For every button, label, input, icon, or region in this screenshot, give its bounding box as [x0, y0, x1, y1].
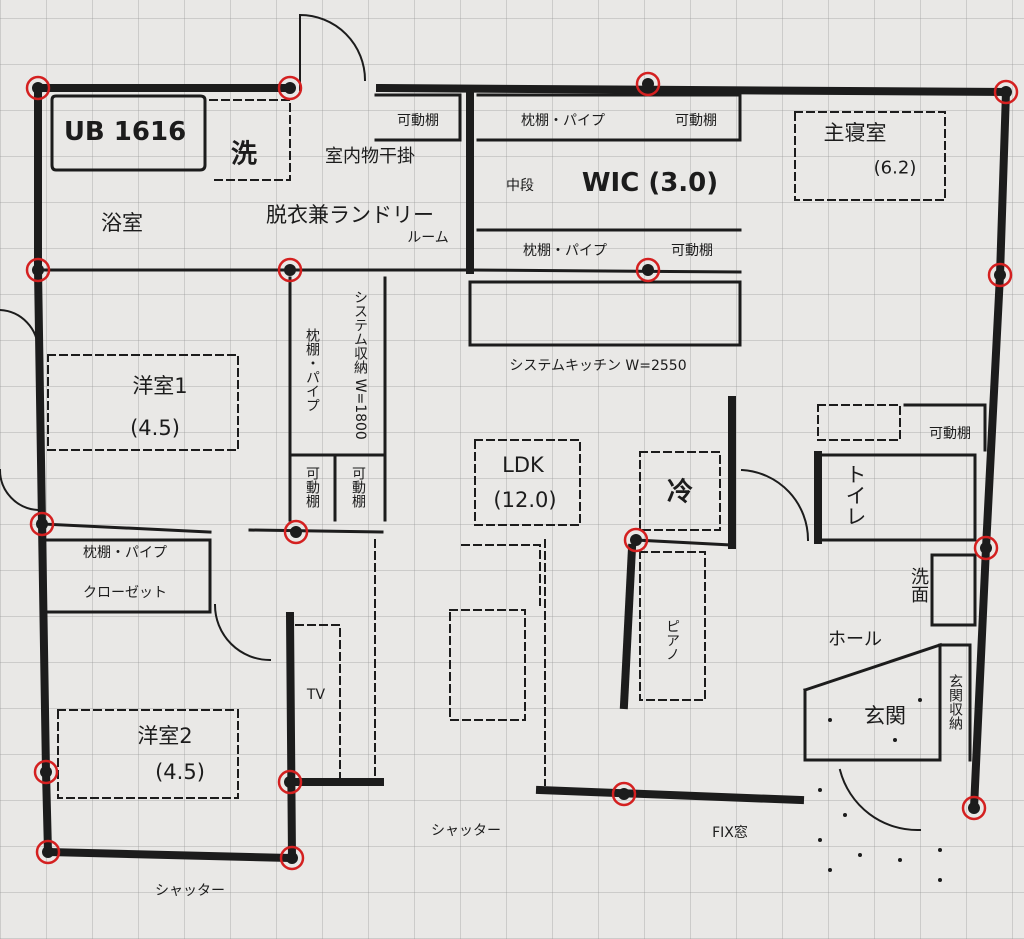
tv-label: TV	[306, 687, 326, 703]
room1-label: 洋室1	[132, 374, 188, 398]
system-storage-label: システム収納 W=1800	[352, 290, 368, 440]
pillar-dot	[290, 526, 302, 538]
shutter-label: シャッター	[431, 823, 501, 839]
ldk-label: LDK	[502, 453, 544, 477]
pillar-marker	[993, 79, 1019, 105]
pillar-marker	[25, 257, 51, 283]
pillar-dot	[284, 776, 296, 788]
bathroom-label: 浴室	[101, 211, 143, 235]
movable-shelf-label: 可動棚	[671, 243, 713, 259]
pillar-marker	[33, 759, 59, 785]
movable-shelf-label: 可動棚	[350, 466, 366, 508]
shelf-pipe-label: 枕棚・パイプ	[521, 113, 605, 129]
wic-middle-shelf-label: 中段	[506, 178, 534, 194]
pillar-dot	[630, 534, 642, 546]
room2-label: 洋室2	[137, 724, 193, 748]
pillar-dot	[32, 82, 44, 94]
hall-label: ホール	[828, 629, 882, 650]
closet-label: クローゼット	[83, 585, 167, 601]
movable-shelf-label: 可動棚	[675, 113, 717, 129]
fix-window-label: FIX窓	[712, 825, 748, 841]
entrance-label: 玄関	[864, 704, 906, 728]
room2-size: (4.5)	[155, 760, 205, 784]
pillar-dot	[618, 788, 630, 800]
pillar-markers	[25, 71, 1019, 871]
piano-label: ピアノ	[664, 619, 680, 661]
pillar-dot	[980, 542, 992, 554]
pillar-marker	[283, 519, 309, 545]
shelf-pipe-label: 枕棚・パイプ	[523, 243, 607, 259]
shutter-label: シャッター	[155, 883, 225, 899]
movable-shelf-label: 可動棚	[304, 466, 320, 508]
pillar-dot	[32, 264, 44, 276]
pillar-dot	[642, 264, 654, 276]
pillar-marker	[623, 527, 649, 553]
pillar-marker	[973, 535, 999, 561]
pillar-marker	[635, 257, 661, 283]
pillar-dot	[642, 78, 654, 90]
entrance-storage-label: 玄関収納	[947, 674, 963, 730]
pillar-marker	[961, 795, 987, 821]
pillar-marker	[277, 75, 303, 101]
master-bedroom-label: 主寝室	[823, 121, 887, 145]
ldk-size: (12.0)	[493, 488, 557, 512]
washer-label: 洗	[230, 139, 258, 170]
pillar-dot	[286, 852, 298, 864]
pillar-dot	[994, 269, 1006, 281]
pillar-marker	[635, 71, 661, 97]
pillar-marker	[611, 781, 637, 807]
master-bedroom-size: (6.2)	[873, 157, 917, 179]
pillar-marker	[277, 257, 303, 283]
pillar-dot	[968, 802, 980, 814]
movable-shelf-label: 可動棚	[397, 113, 439, 129]
pillar-dot	[40, 766, 52, 778]
pillar-marker	[25, 75, 51, 101]
entrance-tiles	[818, 698, 942, 882]
pillar-marker	[279, 845, 305, 871]
wic-label: WIC (3.0)	[581, 168, 719, 198]
pillar-marker	[35, 839, 61, 865]
kitchen-label: システムキッチン W=2550	[509, 358, 687, 374]
pillar-marker	[277, 769, 303, 795]
laundry-room-label-2: ルーム	[407, 230, 449, 246]
shelf-pipe-label: 枕棚・パイプ	[83, 545, 167, 561]
walls	[0, 13, 1011, 863]
washroom-label: 洗面	[908, 567, 929, 603]
movable-shelf-label: 可動棚	[929, 426, 971, 442]
pillar-dot	[284, 264, 296, 276]
shelf-pipe-label: 枕棚・パイプ	[304, 328, 320, 412]
toilet-label: トイレ	[843, 463, 867, 527]
pillar-marker	[29, 511, 55, 537]
pillar-dot	[42, 846, 54, 858]
pillar-dot	[284, 82, 296, 94]
laundry-room-label: 脱衣兼ランドリー	[266, 203, 434, 227]
room1-size: (4.5)	[130, 416, 180, 440]
pillar-marker	[987, 262, 1013, 288]
indoor-dryer-label: 室内物干掛	[325, 146, 415, 167]
fridge-label: 冷	[666, 477, 694, 508]
unit-bath-label: UB 1616	[63, 117, 187, 147]
pillar-dot	[1000, 86, 1012, 98]
pillar-dot	[36, 518, 48, 530]
